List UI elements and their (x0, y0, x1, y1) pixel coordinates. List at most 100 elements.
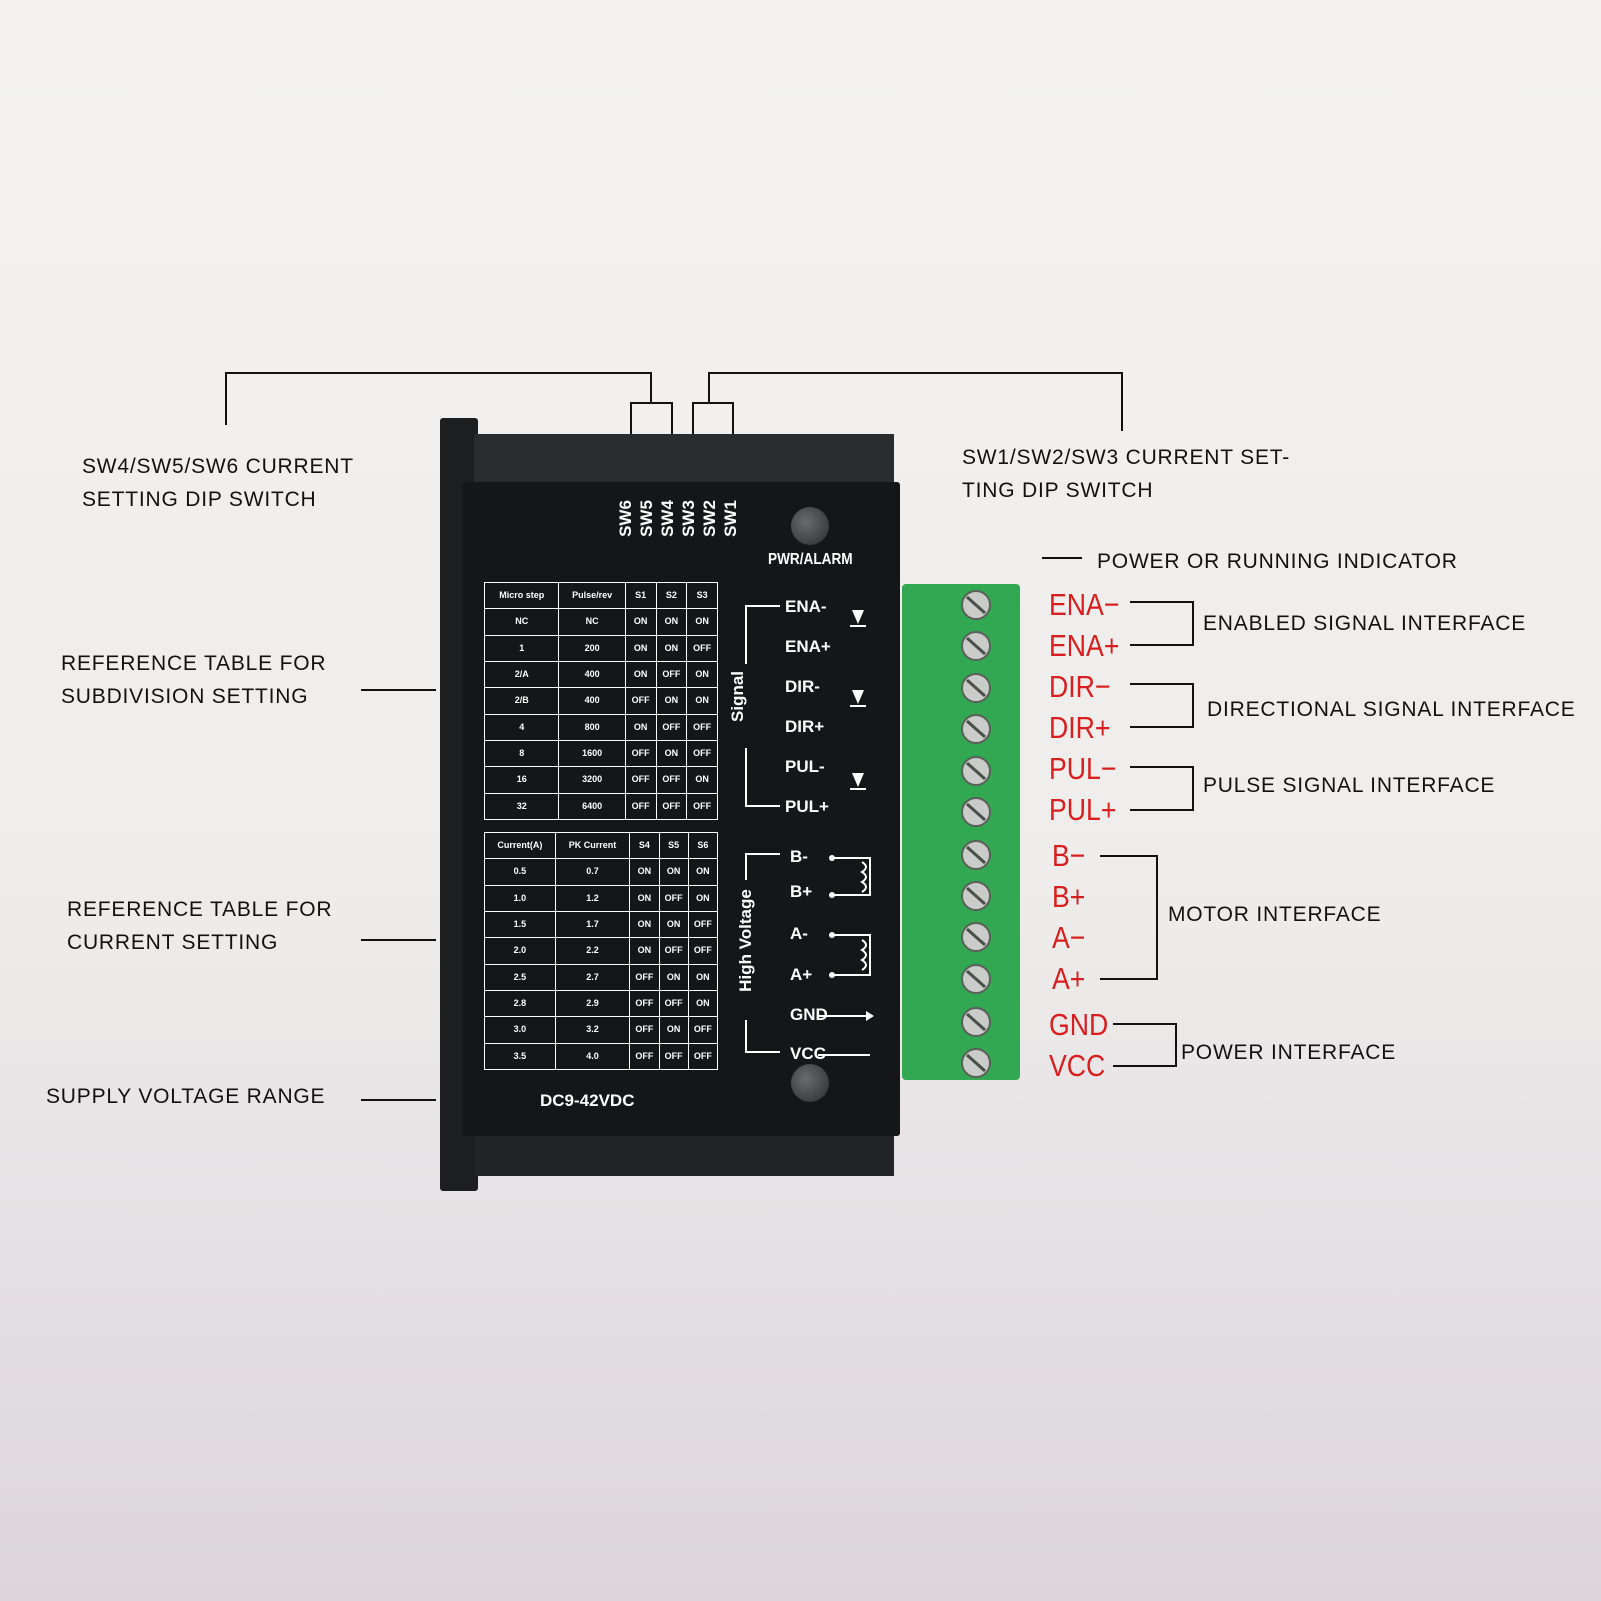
board-pin-pul-plus: PUL+ (785, 797, 829, 816)
table-header-cell: S1 (624, 581, 657, 610)
terminal-label-a-minus: A− (1052, 920, 1086, 955)
table-cell: 2/A (483, 660, 560, 689)
supply-voltage-label: DC9-42VDC (540, 1091, 635, 1110)
terminal-label-vcc: VCC (1049, 1048, 1106, 1083)
table-cell: 800 (558, 713, 626, 741)
terminal-label-b-plus: B+ (1052, 879, 1086, 914)
screw-slot (966, 845, 986, 865)
table-cell: ON (658, 858, 689, 886)
table-cell: OFF (629, 1042, 660, 1071)
direction-interface-callout: DIRECTIONAL SIGNAL INTERFACE (1207, 698, 1576, 721)
table-cell: OFF (624, 766, 657, 794)
terminal-label-gnd: GND (1049, 1007, 1109, 1042)
screw-slot (966, 761, 986, 781)
terminal-label-dir-minus: DIR− (1049, 669, 1111, 704)
table-cell: ON (624, 660, 657, 689)
table-cell: 1600 (558, 739, 626, 768)
table-cell: 2.9 (554, 989, 631, 1018)
table-cell: 3200 (558, 766, 626, 794)
table-cell: OFF (687, 1016, 719, 1044)
table-cell: ON (655, 634, 688, 662)
board-pin-b-plus: B+ (790, 882, 813, 901)
terminal-label-b-minus: B− (1052, 838, 1086, 873)
table-cell: 2.8 (484, 989, 556, 1018)
table-cell: OFF (686, 792, 718, 821)
table-cell: ON (629, 884, 660, 912)
table-cell: 0.5 (484, 858, 556, 886)
table-cell: ON (686, 687, 718, 715)
board-pin-gnd: GND (790, 1005, 828, 1024)
sw456-callout: SW4/SW5/SW6 CURRENT SETTING DIP SWITCH (82, 455, 354, 511)
table-header-cell: Micro step (483, 581, 560, 610)
power-interface-callout: POWER INTERFACE (1181, 1041, 1397, 1064)
pulse-interface-callout: PULSE SIGNAL INTERFACE (1203, 774, 1496, 797)
enable-interface-callout: ENABLED SIGNAL INTERFACE (1203, 612, 1527, 635)
terminal-label-a-plus: A+ (1052, 961, 1086, 996)
table-cell: OFF (629, 963, 660, 991)
table-cell: ON (629, 858, 660, 886)
pwr-alarm-label: PWR/ALARM (768, 551, 853, 568)
table-cell: OFF (658, 989, 689, 1018)
table-cell: NC (558, 608, 626, 636)
table-cell: OFF (658, 1042, 689, 1071)
table-cell: OFF (655, 766, 688, 794)
table-header-cell: S5 (658, 831, 689, 860)
table-header-cell: S4 (629, 831, 660, 860)
table-header-cell: Pulse/rev (558, 581, 626, 610)
panel-screw-bottom (791, 1064, 829, 1102)
board-pin-a-plus: A+ (790, 965, 813, 984)
table-cell: OFF (629, 989, 660, 1018)
table-cell: 2.2 (554, 937, 631, 965)
board-pin-b-minus: B- (790, 847, 808, 866)
sw123-callout: SW1/SW2/SW3 CURRENT SET- TING DIP SWITCH (962, 446, 1291, 502)
table-cell: ON (687, 963, 719, 991)
table-cell: OFF (655, 792, 688, 821)
table-cell: 200 (558, 634, 626, 662)
screw-slot (966, 927, 986, 947)
screw-slot (966, 969, 986, 989)
table-cell: 6400 (558, 792, 626, 821)
table-cell: 3.0 (484, 1016, 556, 1044)
table-cell: ON (629, 937, 660, 965)
table-cell: 3.2 (554, 1016, 631, 1044)
table-cell: ON (687, 884, 719, 912)
terminal-label-ena-minus: ENA− (1049, 587, 1120, 622)
table-cell: ON (686, 660, 718, 689)
table-cell: OFF (686, 713, 718, 741)
table-cell: 1.0 (484, 884, 556, 912)
table-cell: 4 (483, 713, 560, 741)
table-cell: ON (655, 687, 688, 715)
table-cell: OFF (686, 739, 718, 768)
current-table-callout: REFERENCE TABLE FOR CURRENT SETTING (67, 898, 333, 954)
board-pin-dir-plus: DIR+ (785, 717, 825, 736)
supply-voltage-callout: SUPPLY VOLTAGE RANGE (46, 1085, 326, 1108)
table-cell: 1.7 (554, 910, 631, 939)
table-cell: 400 (558, 687, 626, 715)
table-cell: 4.0 (554, 1042, 631, 1071)
board-pin-ena-minus: ENA- (785, 597, 827, 616)
board-pin-dir-minus: DIR- (785, 677, 820, 696)
motor-interface-callout: MOTOR INTERFACE (1168, 903, 1382, 926)
table-cell: 2.5 (484, 963, 556, 991)
terminal-label-dir-plus: DIR+ (1049, 710, 1111, 745)
screw-slot (966, 1012, 986, 1032)
screw-slot (966, 802, 986, 822)
screw-slot (966, 886, 986, 906)
